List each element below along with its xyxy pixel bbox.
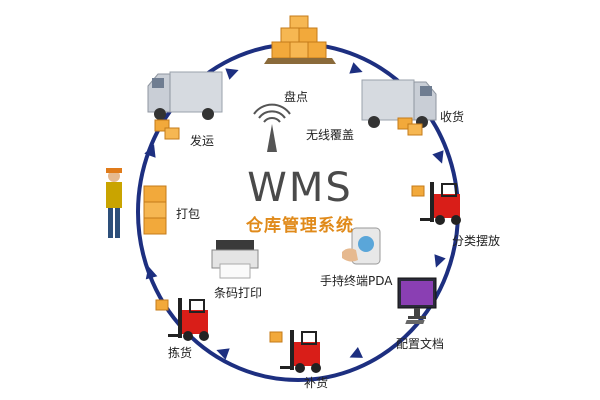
wireless-signal-icon (253, 103, 291, 152)
arrow-icon (349, 62, 363, 74)
node-label-peizhi: 配置文档 (396, 337, 445, 351)
node-label-fayun: 发运 (190, 134, 215, 148)
delivery-truck-icon (361, 79, 437, 128)
arrow-icon (145, 266, 158, 280)
computer-monitor-icon (397, 277, 437, 324)
node-label-buhuo: 补货 (304, 376, 329, 390)
inner-label-pda: 手持终端PDA (320, 274, 393, 288)
arrow-icon (432, 150, 444, 164)
node-label-dabao: 打包 (176, 207, 201, 221)
forklift-icon (155, 298, 209, 341)
handheld-pda-icon (342, 227, 381, 265)
arrow-icon (349, 347, 363, 358)
delivery-truck-icon (147, 71, 223, 120)
node-label-shouhuo: 收货 (440, 110, 465, 124)
node-label-fenlei: 分类摆放 (452, 234, 501, 248)
small-box-icon (397, 117, 423, 136)
boxes-pile-icon (264, 15, 336, 64)
node-label-pandian: 盘点 (284, 90, 309, 104)
forklift-icon (411, 182, 461, 225)
arrow-icon (434, 254, 446, 268)
arrow-icon (225, 68, 239, 80)
inner-label-printer: 条码打印 (214, 286, 263, 300)
arrow-icon (144, 144, 156, 158)
node-label-jianhuo: 拣货 (168, 346, 193, 360)
arrow-icon (216, 348, 230, 360)
page-subtitle: 仓库管理系统 (246, 216, 354, 236)
forklift-icon (269, 330, 321, 373)
barcode-printer-icon (211, 240, 259, 279)
ring-arrows (144, 62, 446, 360)
page-title: WMS (247, 165, 353, 211)
inner-label-wireless: 无线覆盖 (306, 128, 355, 142)
small-box-icon (154, 119, 180, 140)
worker-with-boxes-icon (106, 168, 167, 238)
